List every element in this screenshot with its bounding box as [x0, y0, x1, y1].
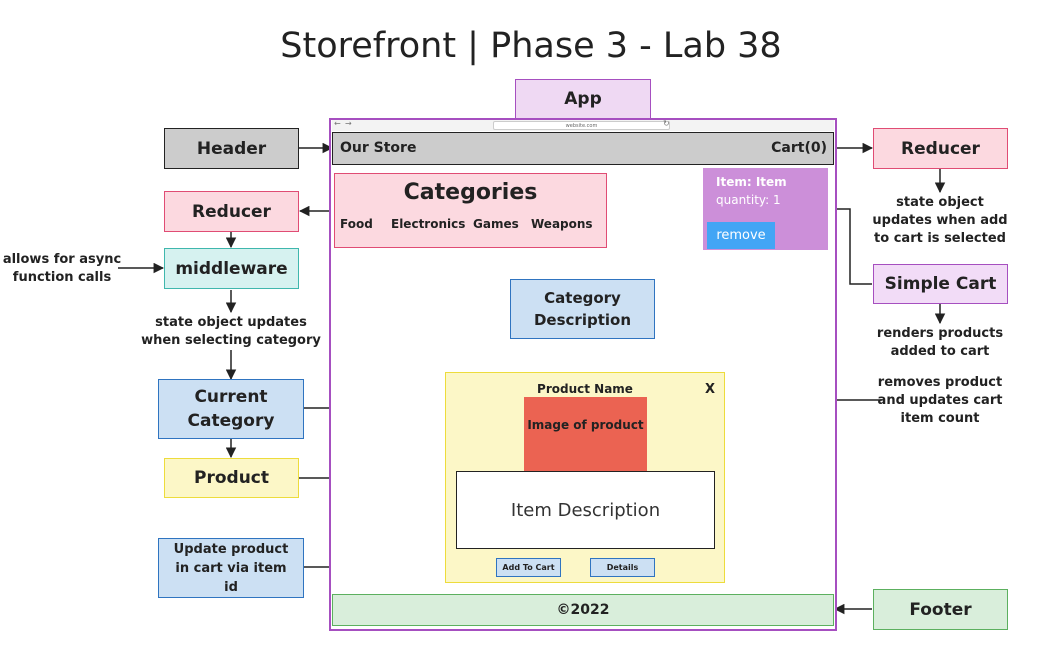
- reducer-label-right: Reducer: [873, 128, 1008, 169]
- simple-cart-label: Simple Cart: [873, 264, 1008, 304]
- current-category-label: Current Category: [158, 379, 304, 439]
- async-note: allows for async function calls: [2, 252, 122, 285]
- back-icon[interactable]: ←: [334, 119, 341, 128]
- add-to-cart-button[interactable]: Add To Cart: [496, 558, 561, 577]
- app-label: App: [515, 79, 651, 119]
- product-image: Image of product: [524, 397, 647, 471]
- diagram-title: Storefront | Phase 3 - Lab 38: [280, 26, 782, 66]
- renders-products-note: renders products added to cart: [876, 326, 1004, 359]
- arrow-simplecart-panel: [824, 203, 872, 285]
- store-header-bar: Our Store Cart(0): [332, 132, 834, 165]
- product-name: Product Name: [537, 382, 633, 396]
- categories-title: Categories: [403, 180, 538, 205]
- store-footer-bar: ©2022: [332, 594, 834, 626]
- category-item-electronics[interactable]: Electronics: [391, 217, 466, 231]
- browser-bar: ← → website.com ↻: [332, 119, 834, 131]
- cart-item-name: Item: Item: [716, 175, 787, 189]
- middleware-label: middleware: [164, 248, 299, 289]
- category-item-games[interactable]: Games: [473, 217, 519, 231]
- footer-label: Footer: [873, 589, 1008, 630]
- remove-button[interactable]: remove: [707, 222, 775, 249]
- url-text: website.com: [565, 123, 598, 129]
- product-card: Product Name X Image of product Item Des…: [445, 372, 725, 583]
- reducer-label-left: Reducer: [164, 191, 299, 232]
- add-to-cart-note: state object updates when add to cart is…: [872, 195, 1008, 246]
- categories-panel: Categories Food Electronics Games Weapon…: [334, 173, 607, 248]
- selecting-category-note: state object updates when selecting cate…: [141, 315, 321, 348]
- removes-product-note: removes product and updates cart item co…: [877, 375, 1003, 426]
- category-item-food[interactable]: Food: [340, 217, 373, 231]
- header-label: Header: [164, 128, 299, 169]
- category-description-box: Category Description: [510, 279, 655, 339]
- item-description: Item Description: [456, 471, 715, 549]
- cart-panel: Item: Item quantity: 1 remove: [703, 168, 828, 250]
- product-label: Product: [164, 458, 299, 498]
- update-product-label: Update product in cart via item id: [158, 538, 304, 598]
- cart-link[interactable]: Cart(0): [771, 140, 827, 156]
- store-name[interactable]: Our Store: [340, 140, 417, 156]
- category-item-weapons[interactable]: Weapons: [531, 217, 593, 231]
- close-icon[interactable]: X: [704, 382, 715, 397]
- cart-item-quantity: quantity: 1: [716, 193, 781, 207]
- forward-icon[interactable]: →: [345, 119, 352, 128]
- details-button[interactable]: Details: [590, 558, 655, 577]
- reload-icon[interactable]: ↻: [663, 119, 670, 128]
- url-bar[interactable]: website.com: [493, 121, 670, 130]
